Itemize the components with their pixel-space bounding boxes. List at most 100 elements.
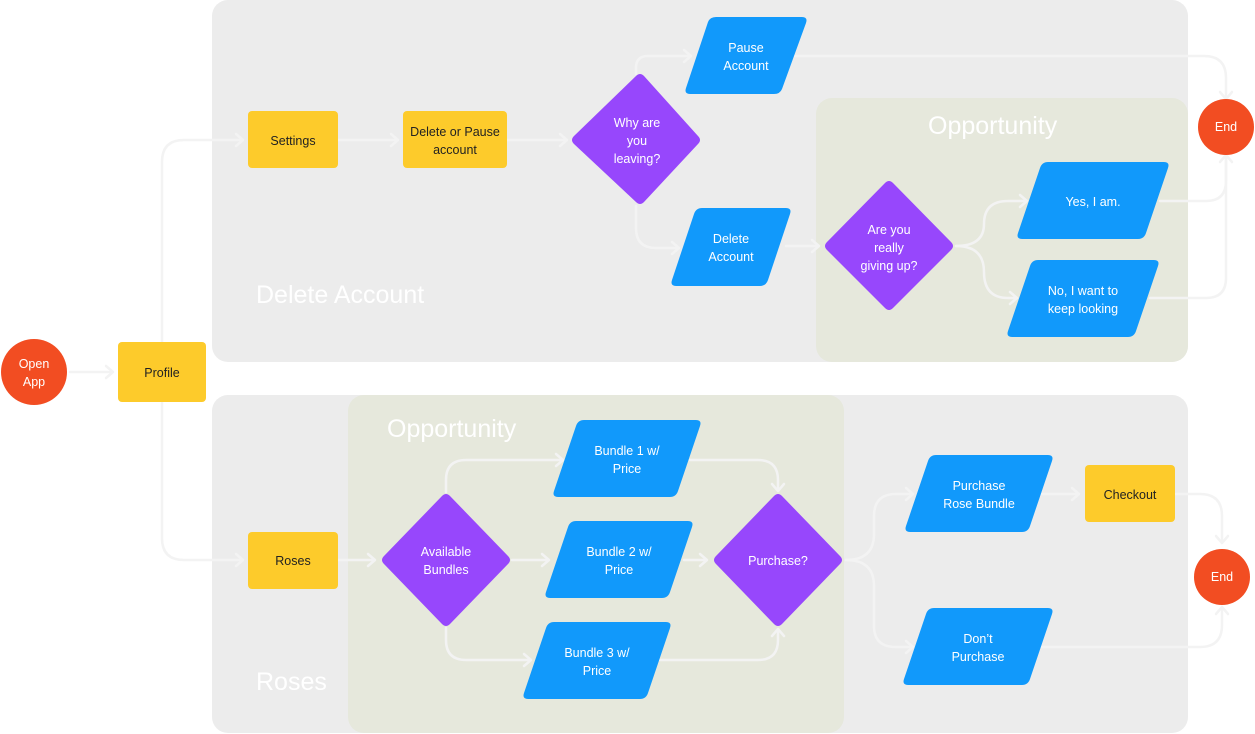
node-delete-account[interactable]: Delete Account [671, 208, 791, 286]
node-label-line: account [433, 143, 477, 157]
node-label-line: Available [421, 545, 472, 559]
nodes: Open App Profile Settings Delete or Paus… [1, 17, 1254, 699]
node-label-line: Bundle 2 w/ [586, 545, 652, 559]
arrowhead [904, 486, 915, 502]
arrowhead [904, 639, 915, 655]
arrowhead [1214, 605, 1230, 616]
decision-shape [714, 494, 842, 626]
connectors [68, 48, 1234, 668]
arrowhead [366, 552, 377, 568]
node-really-giving-up[interactable]: Are you really giving up? [825, 181, 953, 310]
node-label-line: Checkout [1104, 488, 1157, 502]
node-no-keep-looking[interactable]: No, I want to keep looking [1007, 260, 1159, 337]
node-label-line: Settings [270, 134, 315, 148]
node-label-line: Open [19, 357, 50, 371]
edge-checkout-end [1174, 492, 1224, 544]
arrowhead [234, 552, 245, 568]
node-label-line: Price [605, 563, 634, 577]
edge-profile-settings [160, 138, 244, 344]
node-label-line: Bundle 1 w/ [594, 444, 660, 458]
node-label-line: Purchase [952, 650, 1005, 664]
arrowhead [682, 48, 693, 64]
node-label-line: giving up? [861, 259, 918, 273]
node-label-line: Purchase [953, 479, 1006, 493]
node-label-line: End [1211, 570, 1233, 584]
arrowhead [670, 240, 681, 256]
io-shape [905, 455, 1053, 532]
node-label-line: Yes, I am. [1065, 195, 1120, 209]
edge-dont-end [1038, 606, 1224, 649]
node-label-line: Account [708, 250, 754, 264]
node-label-line: App [23, 375, 45, 389]
group-label-roses: Roses [256, 668, 327, 696]
arrowhead [810, 238, 821, 254]
node-profile[interactable]: Profile [118, 342, 206, 402]
node-delete-or-pause[interactable]: Delete or Pause account [403, 111, 507, 168]
group-label-delete-account: Delete Account [256, 281, 424, 309]
io-shape [553, 420, 701, 497]
io-shape [545, 521, 693, 598]
node-label-line: Price [583, 664, 612, 678]
node-label-line: No, I want to [1048, 284, 1118, 298]
arrowhead [1070, 486, 1081, 502]
decision-shape [572, 74, 700, 204]
node-label-line: Delete [713, 232, 749, 246]
arrowhead [554, 452, 565, 468]
decision-shape [825, 181, 953, 310]
arrowhead [770, 627, 786, 638]
opportunity-label-delete: Opportunity [928, 112, 1058, 140]
node-label-line: Why are [614, 116, 661, 130]
node-bundle-2[interactable]: Bundle 2 w/ Price [545, 521, 693, 598]
node-available-bundles[interactable]: Available Bundles [382, 494, 510, 626]
arrowhead [104, 364, 115, 380]
terminal-shape [1198, 99, 1254, 155]
node-purchase-rose-bundle[interactable]: Purchase Rose Bundle [905, 455, 1053, 532]
arrowhead [234, 132, 245, 148]
process-shape [118, 342, 206, 402]
io-shape [685, 17, 807, 94]
process-shape [248, 532, 338, 589]
process-shape [403, 111, 507, 168]
node-why-leaving[interactable]: Why are you leaving? [572, 74, 700, 204]
node-label-line: Purchase? [748, 554, 808, 568]
node-yes-i-am[interactable]: Yes, I am. [1017, 162, 1169, 239]
node-bundle-3[interactable]: Bundle 3 w/ Price [523, 622, 671, 699]
node-end-bottom[interactable]: End [1194, 549, 1250, 605]
edge-available-bundle3 [444, 626, 532, 662]
terminal-shape [1, 339, 67, 405]
node-open-app[interactable]: Open App [1, 339, 67, 405]
edge-no-end [1148, 154, 1228, 300]
node-label-line: Price [613, 462, 642, 476]
decision-shape [382, 494, 510, 626]
edge-really-no [954, 244, 1018, 300]
node-label-line: End [1215, 120, 1237, 134]
node-dont-purchase[interactable]: Don’t Purchase [903, 608, 1053, 685]
edge-profile-roses [160, 400, 244, 562]
io-shape [1007, 260, 1159, 337]
edge-bundle3-purchase [658, 628, 780, 662]
arrowhead [770, 482, 786, 493]
node-label-line: Bundle 3 w/ [564, 646, 630, 660]
edge-purchase-dont [844, 558, 914, 649]
arrowhead [389, 132, 400, 148]
io-shape [1017, 162, 1169, 239]
node-label-line: Bundles [423, 563, 468, 577]
node-purchase-question[interactable]: Purchase? [714, 494, 842, 626]
node-end-top[interactable]: End [1198, 99, 1254, 155]
node-settings[interactable]: Settings [248, 111, 338, 168]
node-label-line: Are you [867, 223, 910, 237]
node-label-line: Account [723, 59, 769, 73]
io-shape [903, 608, 1053, 685]
node-label-line: Roses [275, 554, 310, 568]
node-roses[interactable]: Roses [248, 532, 338, 589]
terminal-shape [1194, 549, 1250, 605]
edge-why-leaving-pause [634, 54, 692, 76]
node-bundle-1[interactable]: Bundle 1 w/ Price [553, 420, 701, 497]
node-label-line: Delete or Pause [410, 125, 500, 139]
process-shape [1085, 465, 1175, 522]
node-pause-account[interactable]: Pause Account [685, 17, 807, 94]
node-checkout[interactable]: Checkout [1085, 465, 1175, 522]
io-shape [523, 622, 671, 699]
opportunity-label-roses: Opportunity [387, 415, 517, 443]
